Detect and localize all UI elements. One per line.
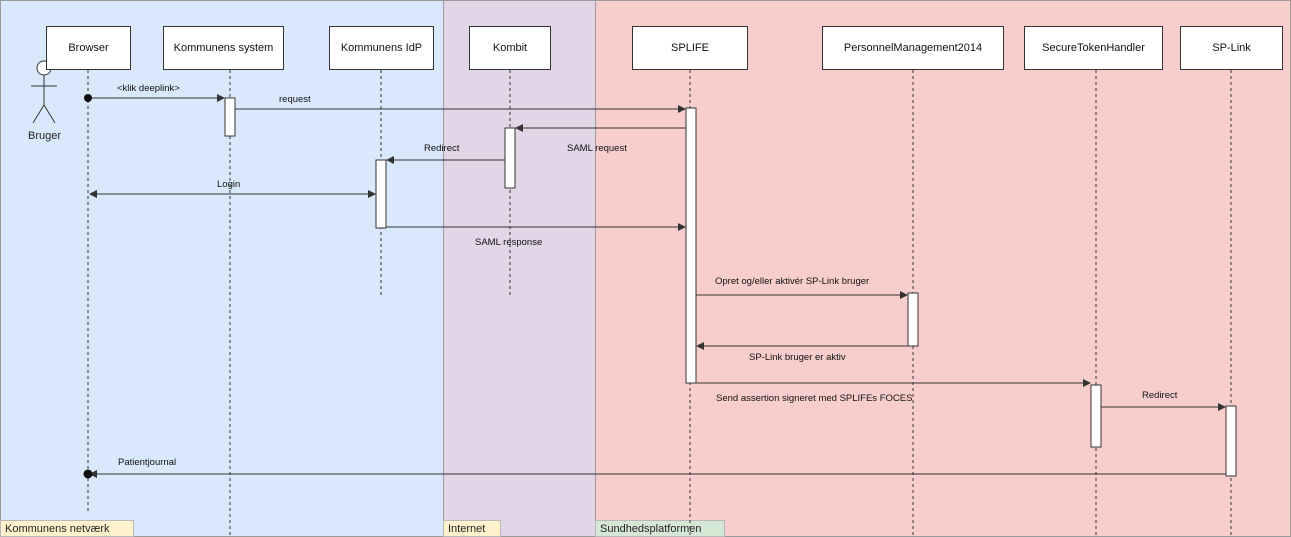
- activation-securetokenhandler: [1090, 384, 1102, 448]
- activation-kommunens-idp: [375, 159, 387, 229]
- msg-label-redirect-idp: Redirect: [424, 143, 460, 154]
- activation-splife: [685, 107, 697, 384]
- actor-label: Bruger: [28, 130, 62, 142]
- activation-kombit: [504, 127, 516, 189]
- zone-label-kommunens-netvaerk: Kommunens netværk: [0, 520, 134, 537]
- participant-kommunens-system: Kommunens system: [163, 26, 284, 70]
- msg-label-request: request: [279, 94, 311, 105]
- msg-label-patientjournal: Patientjournal: [118, 457, 177, 468]
- msg-label-login: Login: [217, 179, 241, 190]
- activation-kommunens-system: [224, 97, 236, 137]
- participant-kombit: Kombit: [469, 26, 551, 70]
- participant-personnelmanagement2014: PersonnelManagement2014: [822, 26, 1004, 70]
- participant-browser: Browser: [46, 26, 131, 70]
- stick-figure-icon: [31, 60, 57, 124]
- msg-label-saml-request: SAML request: [567, 143, 627, 154]
- activation-sp-link: [1225, 405, 1237, 477]
- msg-end-dot: [83, 469, 93, 479]
- msg-label-saml-response: SAML response: [475, 237, 543, 248]
- participant-kommunens-idp: Kommunens IdP: [329, 26, 434, 70]
- participant-splife: SPLIFE: [632, 26, 748, 70]
- participant-sp-link: SP-Link: [1180, 26, 1283, 70]
- msg-label-redirect-splink: Redirect: [1142, 390, 1178, 401]
- msg-label-klik-deeplink: <klik deeplink>: [117, 83, 180, 94]
- participant-securetokenhandler: SecureTokenHandler: [1024, 26, 1163, 70]
- zone-kommunens-netvaerk: [0, 0, 444, 537]
- msg-label-opret-bruger: Opret og/eller aktivér SP-Link bruger: [715, 276, 870, 287]
- activation-personnelmanagement2014: [907, 292, 919, 347]
- msg-label-send-assertion: Send assertion signeret med SPLIFEs FOCE…: [716, 393, 913, 404]
- zone-internet: [443, 0, 596, 537]
- msg-label-bruger-aktiv: SP-Link bruger er aktiv: [749, 352, 846, 363]
- msg-start-dot: [84, 94, 92, 102]
